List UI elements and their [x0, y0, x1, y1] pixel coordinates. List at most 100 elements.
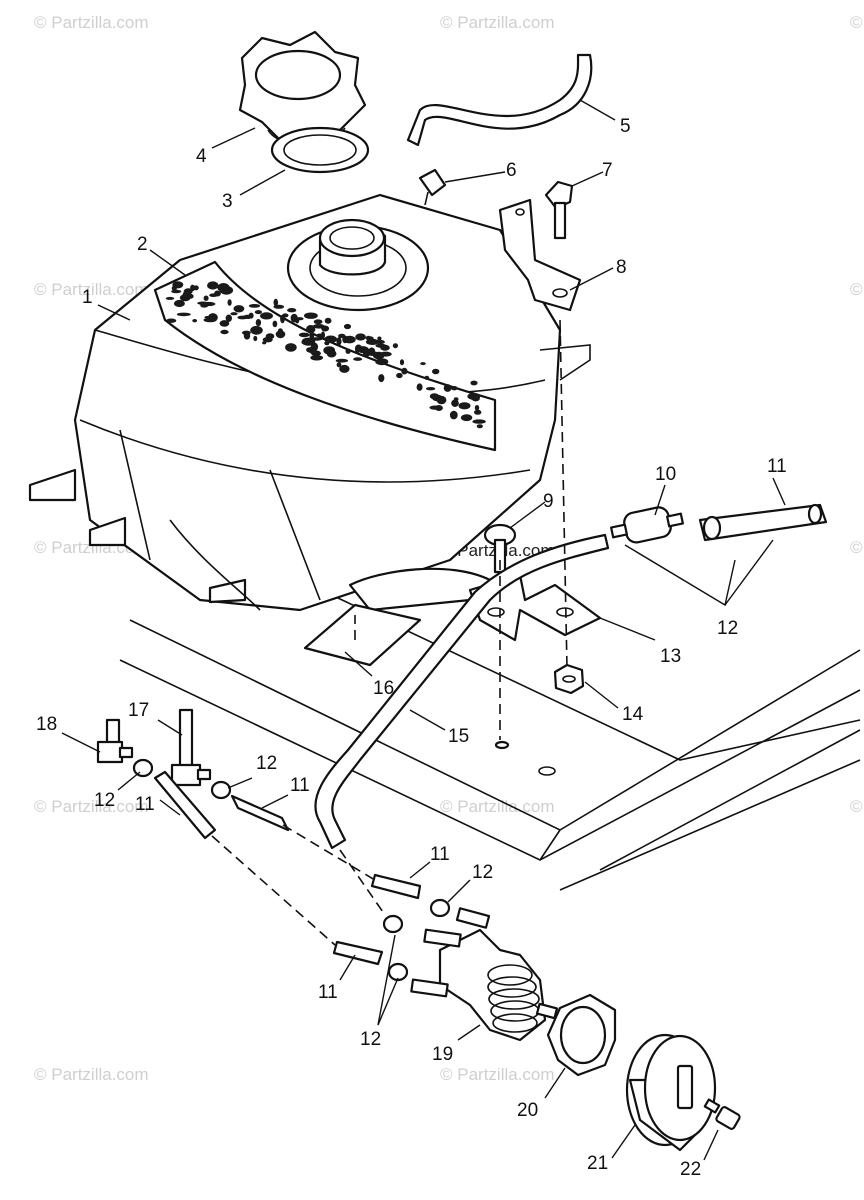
callout-12: 12 — [472, 862, 493, 883]
decal-spot — [248, 304, 261, 308]
tank-mount-bracket — [498, 198, 582, 312]
tank-decal — [153, 260, 497, 452]
decal-spot — [366, 351, 379, 356]
decal-spot — [472, 419, 486, 424]
filler-cap — [238, 30, 367, 146]
callout-16: 16 — [373, 678, 394, 699]
decal-spot — [273, 298, 279, 307]
decal-spot — [176, 312, 191, 317]
callout-19: 19 — [432, 1044, 453, 1065]
decal-spot — [312, 324, 325, 329]
fuel-line — [314, 533, 610, 850]
decal-spot — [474, 405, 480, 411]
decal-spot — [301, 340, 314, 345]
decal-spot — [304, 312, 318, 319]
decal-spot — [355, 344, 360, 354]
decal-spot — [262, 341, 267, 345]
decal-spot — [379, 351, 392, 357]
watermark: © Partzilla.com — [34, 13, 149, 32]
decal-spot — [365, 338, 379, 345]
callout-12: 12 — [256, 753, 277, 774]
callout-12: 12 — [717, 618, 738, 639]
decal-spot — [203, 295, 209, 301]
decal-spot — [243, 332, 251, 340]
callout-6: 6 — [506, 160, 517, 181]
decal-spot — [309, 333, 314, 342]
callout-12: 12 — [94, 790, 115, 811]
watermark: © Partzilla.com — [850, 538, 864, 557]
decal-spot — [432, 368, 440, 375]
callout-1: 1 — [82, 287, 93, 308]
decal-spot — [420, 362, 426, 366]
callout-21: 21 — [587, 1153, 608, 1174]
decal-spot — [467, 392, 481, 400]
elbow-fitting — [96, 718, 134, 764]
callout-22: 22 — [680, 1159, 701, 1180]
callout-11: 11 — [430, 844, 450, 865]
decal-spot — [290, 313, 298, 323]
decal-spot — [458, 402, 471, 410]
hose-upper-right — [698, 503, 828, 542]
decal-spot — [399, 359, 405, 366]
decal-spot — [443, 384, 452, 392]
callout-13: 13 — [660, 646, 681, 667]
decal-spot — [431, 394, 443, 402]
decal-spot — [254, 310, 262, 315]
decal-spot — [275, 330, 286, 339]
decal-spot — [343, 323, 352, 330]
decal-spot — [460, 414, 473, 422]
callout-11: 11 — [767, 456, 787, 477]
decal-spot — [165, 296, 175, 300]
callout-8: 8 — [616, 257, 627, 278]
decal-spot — [253, 335, 258, 342]
decal-spot — [336, 362, 342, 368]
watermark: © Partzilla.com — [850, 280, 864, 299]
decal-spot — [207, 281, 219, 290]
valve-nut — [546, 993, 617, 1077]
decal-spot — [208, 313, 218, 322]
decal-spot — [298, 332, 310, 338]
filler-gasket — [270, 126, 370, 174]
decal-spot — [476, 424, 483, 429]
decal-spot — [272, 320, 278, 328]
frame-hole — [494, 740, 510, 750]
decal-spot — [434, 405, 443, 411]
decal-spot — [401, 367, 408, 375]
decal-spot — [324, 335, 338, 343]
callout-14: 14 — [622, 704, 644, 725]
lock-nut — [553, 663, 585, 695]
callout-3: 3 — [222, 191, 233, 212]
decal-spot — [449, 410, 458, 420]
valve-knob — [625, 1033, 717, 1152]
callout-labels: 1 2 3 4 5 6 7 8 9 10 11 12 13 14 15 16 1… — [36, 116, 787, 1180]
decal-spot — [416, 383, 423, 391]
hose-clamp — [132, 758, 451, 982]
decal-spot — [173, 299, 185, 308]
callout-11: 11 — [290, 775, 310, 796]
decal-spot — [336, 337, 342, 346]
watermark: © Partzilla.com — [440, 13, 555, 32]
decal-spot — [265, 333, 275, 340]
mount-bolt-upper — [544, 180, 574, 240]
knob-screw — [703, 1098, 741, 1130]
decal-spot — [214, 290, 221, 297]
callout-11: 11 — [135, 794, 155, 815]
decal-spot — [451, 386, 458, 391]
tee-fitting — [170, 708, 212, 787]
decal-spot — [217, 283, 230, 292]
watermark: © Partzilla.com — [34, 280, 149, 299]
callout-7: 7 — [602, 160, 613, 181]
decal-spot — [474, 409, 482, 415]
decal-spot — [324, 317, 332, 324]
frame-rails — [119, 579, 861, 891]
decal-spot — [355, 333, 366, 341]
decal-spot — [197, 301, 209, 305]
decal-spot — [425, 387, 436, 391]
decal-spot — [260, 312, 273, 320]
decal-spot — [338, 333, 346, 339]
decal-pattern — [165, 281, 486, 429]
decal-spot — [233, 305, 245, 313]
callout-15: 15 — [448, 726, 469, 747]
callout-5: 5 — [620, 116, 631, 137]
